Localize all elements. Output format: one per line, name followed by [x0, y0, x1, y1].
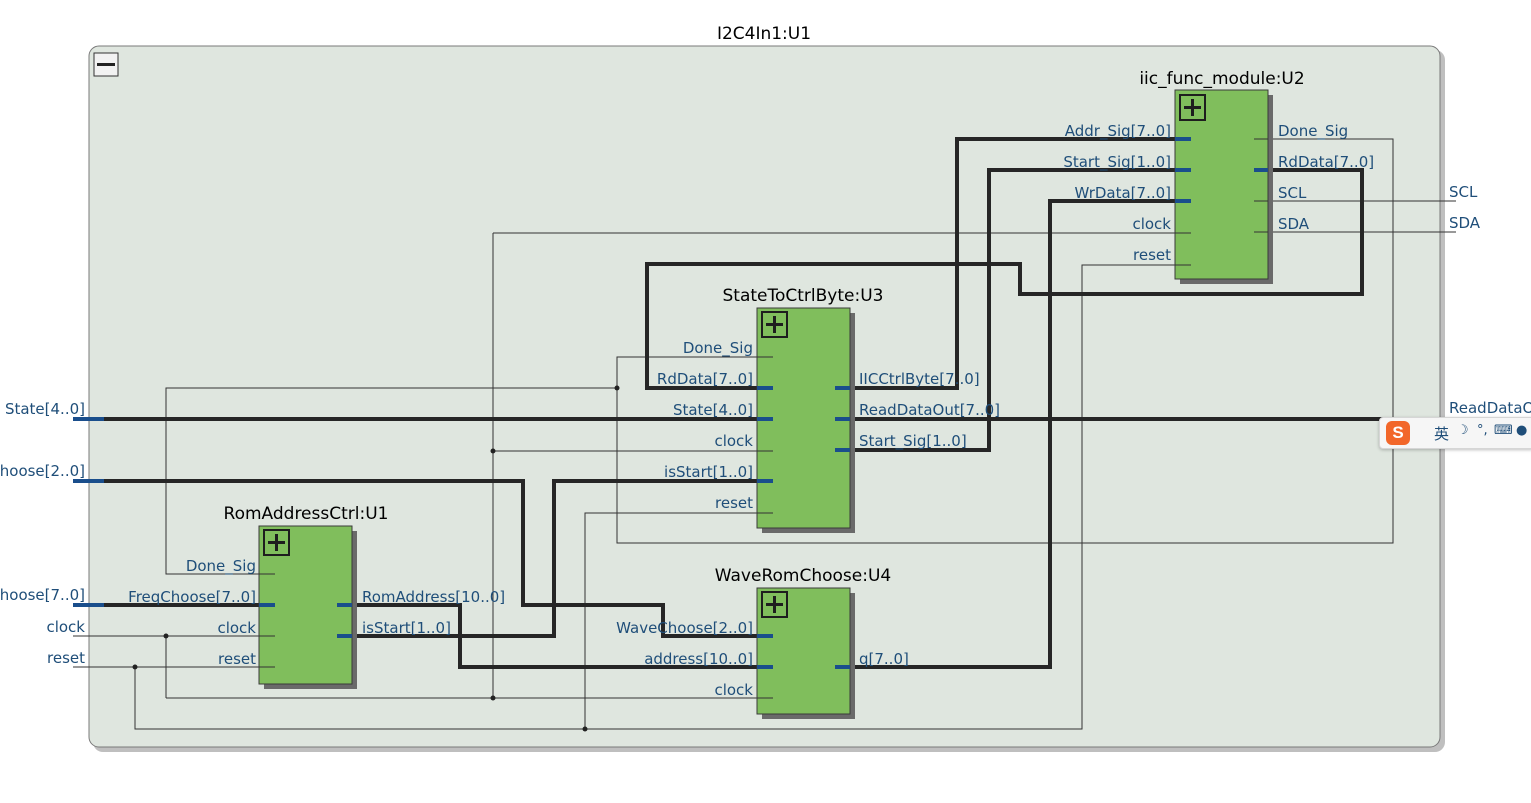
expand-button[interactable] — [761, 311, 788, 338]
pin-label: RdData[7..0] — [657, 370, 753, 388]
pin-label: SCL — [1278, 184, 1307, 202]
left-ports: State[4..0] Choose[2..0] Choose[7..0] cl… — [0, 400, 104, 667]
pin-label: clock — [1132, 215, 1171, 233]
pin-label: clock — [714, 681, 753, 699]
block-title: RomAddressCtrl:U1 — [224, 504, 389, 524]
pin-label: SDA — [1278, 215, 1310, 233]
pin-label: RomAddress[10..0] — [362, 588, 505, 606]
pin-label: address[10..0] — [644, 650, 753, 668]
pin-label: clock — [714, 432, 753, 450]
block-wave-rom-choose[interactable]: WaveRomChoose:U4 WaveChoose[2..0] addres… — [616, 566, 909, 719]
pin-label: Done_Sig — [186, 557, 256, 576]
port-label: clock — [46, 618, 85, 636]
block-state-to-ctrl-byte[interactable]: StateToCtrlByte:U3 Done_Sig RdData[7..0]… — [657, 286, 1000, 533]
pin-label: isStart[1..0] — [664, 463, 753, 481]
port-label: State[4..0] — [5, 400, 85, 418]
port-label: Choose[2..0] — [0, 462, 85, 480]
pin-label: FreqChoose[7..0] — [128, 588, 256, 606]
block-title: iic_func_module:U2 — [1139, 69, 1304, 89]
keyboard-icon[interactable]: ⌨ — [1494, 423, 1513, 438]
expand-button[interactable] — [263, 529, 290, 556]
pin-label: q[7..0] — [859, 650, 909, 668]
pin-label: Done_Sig — [683, 339, 753, 358]
pin-label: IICCtrlByte[7..0] — [859, 370, 980, 388]
right-ports: SCL SDA ReadDataOu — [1449, 183, 1531, 417]
pin-label: reset — [715, 494, 753, 512]
ime-logo-icon[interactable]: S — [1386, 421, 1410, 445]
pin-label: isStart[1..0] — [362, 619, 451, 637]
thin-wires — [73, 138, 1456, 732]
pin-label: Start_Sig[1..0] — [1063, 153, 1171, 172]
ime-toolbar[interactable]: S 英 ☽ °, ⌨ ● — [1379, 417, 1531, 449]
pin-label: Start_Sig[1..0] — [859, 432, 967, 451]
block-iic-func-module[interactable]: iic_func_module:U2 Addr_Sig[7..0] Start_… — [1063, 69, 1374, 284]
block-title: StateToCtrlByte:U3 — [723, 286, 884, 306]
pin-label: WaveChoose[2..0] — [616, 619, 753, 637]
ime-language-toggle[interactable]: 英 — [1434, 425, 1450, 443]
pin-label: ReadDataOut[7..0] — [859, 401, 1000, 419]
pin-label: Done_Sig — [1278, 122, 1348, 141]
punctuation-icon[interactable]: °, — [1477, 423, 1488, 438]
user-icon[interactable]: ● — [1516, 423, 1528, 438]
block-rom-address-ctrl[interactable]: RomAddressCtrl:U1 Done_Sig FreqChoose[7.… — [128, 504, 505, 689]
expand-button[interactable] — [761, 591, 788, 618]
port-label: Choose[7..0] — [0, 586, 85, 604]
port-label: reset — [47, 649, 85, 667]
port-label: SCL — [1449, 183, 1478, 201]
port-label: SDA — [1449, 214, 1481, 232]
moon-icon[interactable]: ☽ — [1457, 423, 1469, 438]
pin-label: Addr_Sig[7..0] — [1065, 122, 1171, 141]
block-title: WaveRomChoose:U4 — [715, 566, 891, 586]
pin-label: reset — [218, 650, 256, 668]
pin-label: reset — [1133, 246, 1171, 264]
expand-button[interactable] — [1179, 94, 1206, 121]
pin-label: clock — [217, 619, 256, 637]
container-title: I2C4In1:U1 — [717, 24, 811, 44]
port-label: ReadDataOu — [1449, 399, 1531, 417]
collapse-button[interactable] — [93, 52, 119, 77]
pin-label: State[4..0] — [673, 401, 753, 419]
pin-label: RdData[7..0] — [1278, 153, 1374, 171]
pin-label: WrData[7..0] — [1075, 184, 1171, 202]
